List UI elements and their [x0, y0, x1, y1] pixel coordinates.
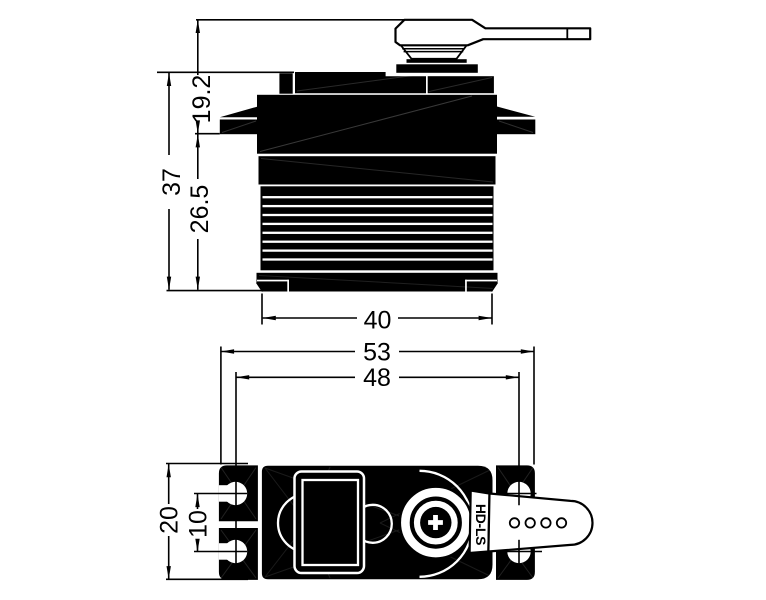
svg-text:40: 40: [364, 306, 392, 334]
svg-text:10: 10: [184, 510, 212, 538]
svg-text:37: 37: [158, 168, 186, 196]
svg-text:48: 48: [363, 364, 391, 392]
svg-text:20: 20: [155, 506, 183, 534]
svg-text:19.2: 19.2: [188, 75, 216, 124]
svg-text:HD-LS: HD-LS: [473, 504, 489, 545]
svg-text:53: 53: [363, 338, 391, 366]
svg-text:26.5: 26.5: [186, 185, 214, 234]
